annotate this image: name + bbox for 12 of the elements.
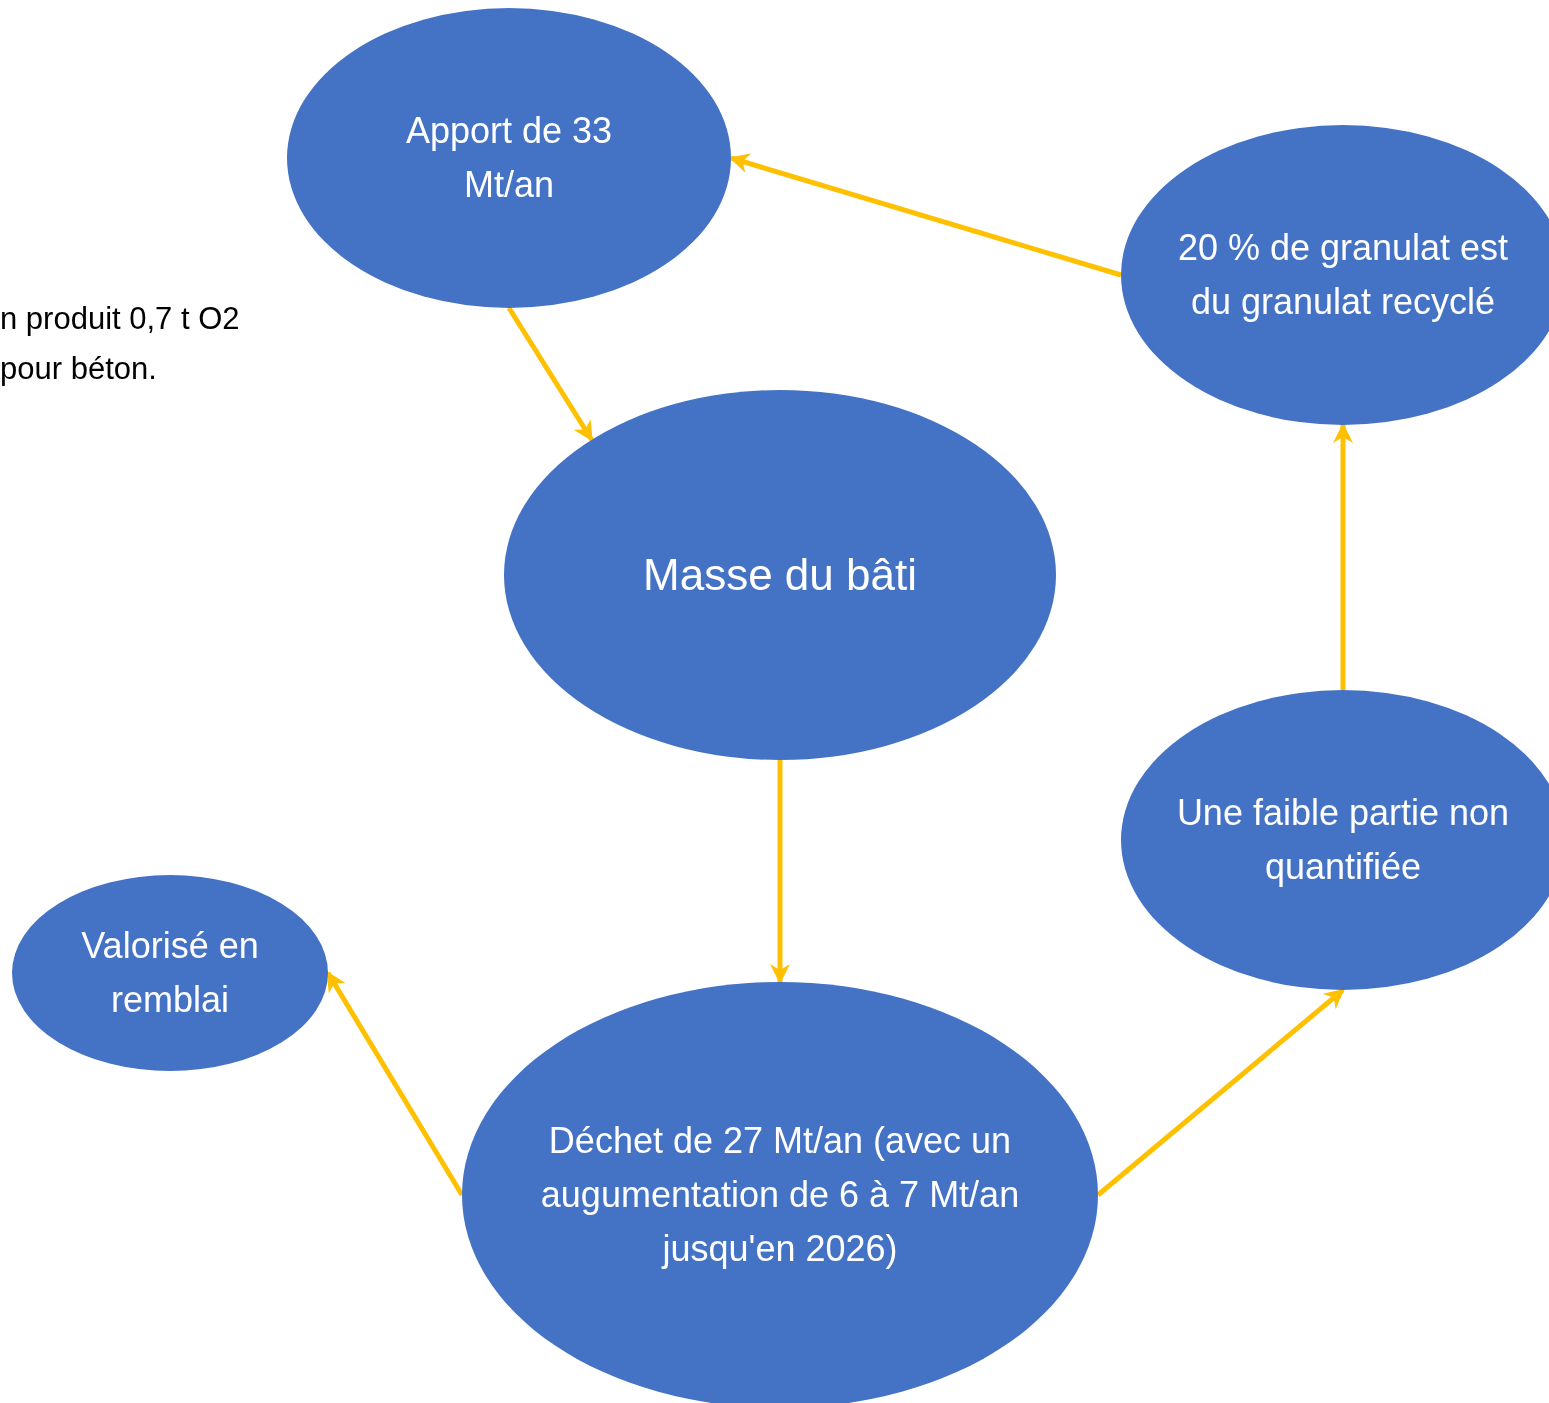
node-text: Masse du bâti <box>642 549 918 601</box>
node-text: Déchet de 27 Mt/an (avec un augumentation de 6 à 7 Mt/an jusqu'en 2026) <box>539 1119 1021 1271</box>
node-text: Apport de 33 Mt/an <box>404 109 614 207</box>
arrow <box>1096 988 1345 1197</box>
arrow <box>729 153 1122 278</box>
node-text: Valorisé en remblai <box>80 924 260 1022</box>
arrow <box>770 760 790 984</box>
node-text: 20 % de granulat est du granulat recyclé <box>1176 226 1510 324</box>
node-text: Une faible partie non quantifiée <box>1175 791 1511 889</box>
note-text: n produit 0,7 t O2 pour béton. <box>0 300 240 388</box>
arrow <box>1333 423 1353 690</box>
arrow <box>506 306 594 442</box>
